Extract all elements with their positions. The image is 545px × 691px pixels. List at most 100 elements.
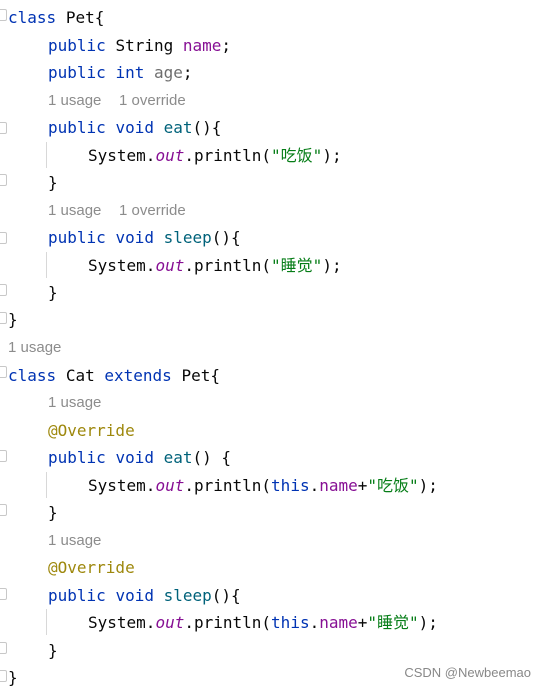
usage-hint[interactable]: 1 usage [8,339,62,356]
type-name: int [115,63,145,82]
keyword: public [48,118,106,137]
brace: } [48,503,58,522]
brace: } [48,283,58,302]
usage-hint[interactable]: 1 usage [48,394,102,411]
code-line[interactable]: System.out.println(this.name+"吃饭"); [88,472,438,499]
method-call: .println( [184,476,272,495]
fold-marker-icon[interactable] [0,588,7,600]
annotation: @Override [48,421,135,440]
code-line[interactable]: class Cat extends Pet{ [8,362,220,389]
annotation: @Override [48,558,135,577]
class-ref: System. [88,476,156,495]
code-line[interactable]: public void eat(){ [48,114,221,141]
override-hint[interactable]: 1 override [119,202,186,219]
string-literal: "吃饭" [367,476,419,495]
keyword: public [48,586,106,605]
override-hint[interactable]: 1 override [119,92,186,109]
punctuation: (){ [211,586,241,605]
code-line[interactable]: } [48,499,58,526]
code-line[interactable]: @Override [48,417,135,444]
keyword: public [48,228,106,247]
code-line[interactable]: } [48,637,58,664]
usage-hint[interactable]: 1 usage [48,202,102,219]
fold-marker-icon[interactable] [0,284,7,296]
semicolon: ; [182,63,193,82]
punctuation: ); [322,146,342,165]
code-line[interactable]: public String name; [48,32,231,59]
string-literal: "睡觉" [367,613,419,632]
code-line[interactable]: } [48,279,58,306]
code-line[interactable]: public void sleep(){ [48,582,241,609]
string-literal: "睡觉" [271,256,323,275]
space [95,366,105,385]
space [154,448,164,467]
code-line[interactable]: System.out.println("吃饭"); [88,142,342,169]
class-ref: System. [88,613,156,632]
space [172,366,182,385]
code-line[interactable]: public void eat() { [48,444,231,471]
space [154,118,164,137]
keyword: extends [104,366,172,385]
operator: + [357,476,368,495]
space [106,118,116,137]
space [106,586,116,605]
static-field: out [155,256,185,275]
punctuation: (){ [211,228,241,247]
code-line[interactable]: @Override [48,554,135,581]
brace: } [8,668,18,687]
method-name: eat [163,118,193,137]
keyword: void [115,448,154,467]
brace: } [48,173,58,192]
fold-marker-icon[interactable] [0,366,7,378]
brace: { [94,8,105,27]
fold-marker-icon[interactable] [0,450,7,462]
fold-marker-icon[interactable] [0,122,7,134]
space [154,228,164,247]
string-literal: "吃饭" [271,146,323,165]
space [106,63,116,82]
brace: } [8,310,18,329]
code-line[interactable]: } [8,664,18,691]
usage-hint[interactable]: 1 usage [48,532,102,549]
keyword: this [271,613,310,632]
punctuation: (){ [192,118,222,137]
code-line[interactable]: } [8,306,18,333]
code-line[interactable]: class Pet{ [8,4,104,31]
keyword: void [115,228,154,247]
space [106,448,116,467]
code-line[interactable]: public void sleep(){ [48,224,241,251]
space [56,366,66,385]
indent-guide [46,472,47,498]
fold-marker-icon[interactable] [0,312,7,324]
class-name: Pet [65,8,95,27]
field-name: name [182,36,222,55]
type-name: String [115,36,174,55]
code-line[interactable]: System.out.println("睡觉"); [88,252,342,279]
method-name: sleep [163,586,212,605]
punctuation: () { [192,448,232,467]
code-line[interactable]: System.out.println(this.name+"睡觉"); [88,609,438,636]
fold-marker-icon[interactable] [0,670,7,682]
semicolon: ; [221,36,232,55]
brace: } [48,641,58,660]
space [154,586,164,605]
code-line[interactable]: public int age; [48,59,193,86]
usage-hint[interactable]: 1 usage [48,92,102,109]
space [56,8,66,27]
keyword: void [115,118,154,137]
punctuation: ); [418,613,438,632]
keyword: class [8,366,57,385]
fold-marker-icon[interactable] [0,232,7,244]
fold-marker-icon[interactable] [0,174,7,186]
keyword: class [8,8,57,27]
keyword: public [48,63,106,82]
method-call: .println( [184,613,272,632]
fold-marker-icon[interactable] [0,9,7,21]
brace: { [210,366,220,385]
method-call: .println( [184,256,272,275]
fold-marker-icon[interactable] [0,504,7,516]
punctuation: . [309,476,320,495]
code-line[interactable]: } [48,169,58,196]
fold-marker-icon[interactable] [0,642,7,654]
